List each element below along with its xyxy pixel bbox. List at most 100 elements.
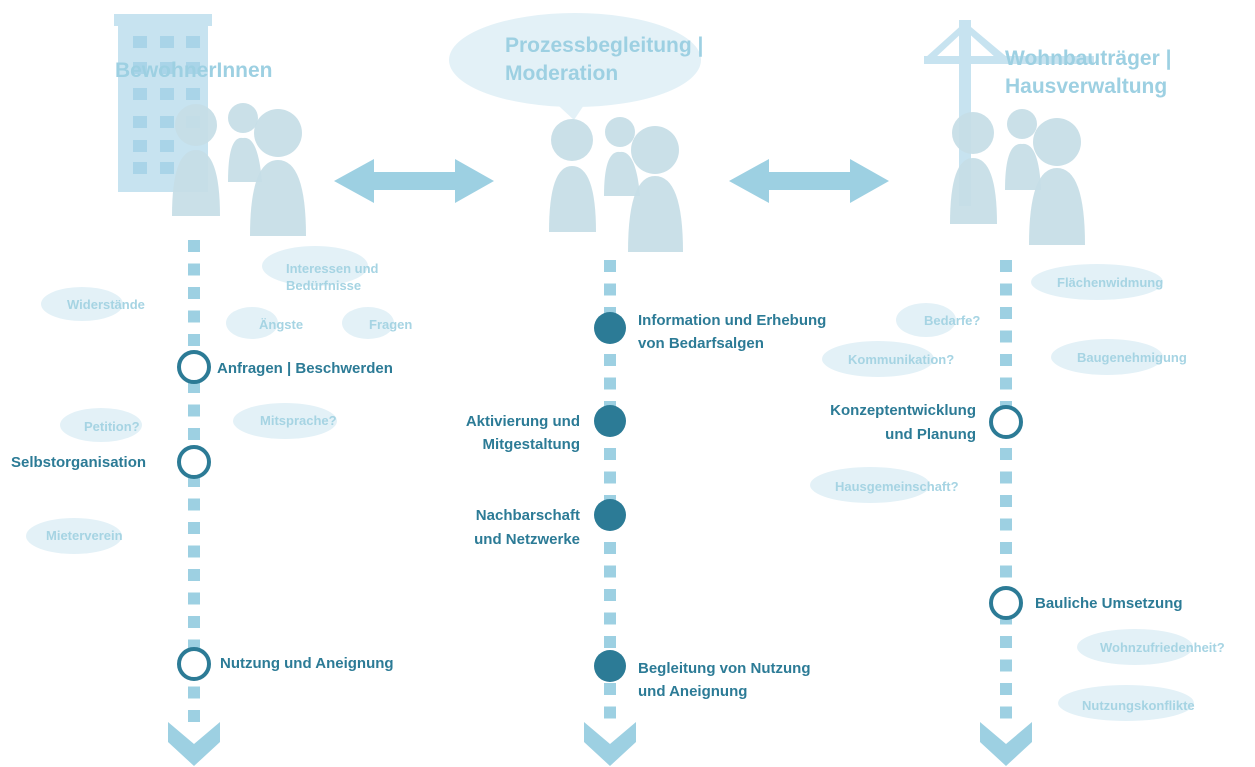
comment-bubble <box>262 246 368 286</box>
step-label: Bauliche Umsetzung <box>1035 595 1183 612</box>
timeline-dash <box>188 686 200 699</box>
step-marker-ring <box>177 445 211 479</box>
timeline-dash <box>188 381 200 393</box>
comment-bubble <box>26 518 122 554</box>
comment-bubble <box>60 408 142 442</box>
speech-bubble-icon <box>449 13 701 120</box>
timeline-arrowhead <box>980 722 1032 766</box>
timeline-dash <box>188 334 200 346</box>
timeline-dash <box>188 310 200 323</box>
bubble-text: Flächenwidmung <box>1057 275 1164 290</box>
step-label: Information und Erhebung <box>638 312 827 329</box>
bubble-text: Baugenehmigung <box>1077 350 1187 365</box>
timeline-dash <box>604 283 616 296</box>
timeline-dash <box>1000 307 1012 319</box>
timeline-dash <box>1000 636 1012 648</box>
comment-bubble <box>342 307 394 339</box>
comment-bubble <box>896 303 956 337</box>
timeline-dash <box>604 612 616 625</box>
step-marker-ring <box>989 405 1023 439</box>
bubble-text: Bedarfe? <box>924 313 981 328</box>
timeline-dash <box>1000 518 1012 531</box>
comment-bubble <box>1058 685 1194 721</box>
step-label: und Aneignung <box>638 683 748 700</box>
timeline-dash <box>188 287 200 299</box>
step-marker-dot <box>594 312 626 344</box>
timeline-dash <box>188 522 200 534</box>
timeline-dash <box>604 448 616 460</box>
comment-bubble <box>41 287 123 321</box>
timeline-dash <box>604 377 616 390</box>
comment-bubble <box>822 341 934 377</box>
bubble-text: Widerstände <box>67 297 145 312</box>
bubble-text: Hausgemeinschaft? <box>835 479 959 494</box>
step-marker-dot <box>594 405 626 437</box>
timeline-dash <box>188 545 200 558</box>
step-marker-dot <box>594 499 626 531</box>
timeline-dash <box>188 404 200 417</box>
step-label: Nutzung und Aneignung <box>220 655 394 672</box>
people-icon-moderation <box>549 117 683 252</box>
timeline-dash <box>604 354 616 366</box>
bubble-text: Fragen <box>369 317 413 332</box>
bubble-text: Interessen und <box>286 261 379 276</box>
timeline-dash <box>1000 471 1012 484</box>
timeline-dash <box>188 592 200 605</box>
double-arrow-icon-left <box>334 159 494 203</box>
timeline-dash <box>604 565 616 578</box>
timeline-dash <box>1000 659 1012 672</box>
step-label: Konzeptentwicklung <box>830 402 976 419</box>
bubble-text: Ängste <box>259 317 304 332</box>
bubble-text: Petition? <box>84 419 140 434</box>
bubble-text: Bedürfnisse <box>286 278 362 293</box>
comment-bubble <box>233 403 337 439</box>
step-label: Nachbarschaft <box>475 507 580 524</box>
heading-developer-line2: Hausverwaltung <box>1005 75 1168 98</box>
timeline-dash <box>604 542 616 554</box>
double-arrow-icon-right <box>729 159 889 203</box>
timelines <box>168 240 1032 766</box>
step-label: Mitgestaltung <box>482 436 581 453</box>
people-icon-developer <box>950 109 1085 245</box>
step-label: Anfragen | Beschwerden <box>217 360 393 377</box>
step-marker-ring <box>989 586 1023 620</box>
bubble-text: Wohnzufriedenheit? <box>1100 640 1225 655</box>
bubble-text: Mitsprache? <box>260 413 337 428</box>
timeline-dash <box>188 498 200 511</box>
timeline-dash <box>604 471 616 484</box>
bubble-text: Mieterverein <box>46 528 123 543</box>
timeline-dash <box>1000 330 1012 343</box>
timeline-dash <box>188 616 200 628</box>
timeline-dash <box>604 683 616 695</box>
timeline-dash <box>604 260 616 272</box>
timeline-dash <box>188 263 200 276</box>
comment-bubble <box>1031 264 1163 300</box>
timeline-dash <box>1000 706 1012 719</box>
timeline-dash <box>188 240 200 252</box>
timeline-dash <box>1000 542 1012 554</box>
heading-residents: BewohnerInnen <box>115 59 273 82</box>
timeline-dash <box>1000 260 1012 272</box>
step-label: Begleitung von Nutzung <box>638 660 811 677</box>
comment-bubble <box>1051 339 1163 375</box>
timeline-dash <box>604 636 616 648</box>
people-icon-residents <box>172 103 306 236</box>
timeline-dash <box>188 569 200 581</box>
comment-bubble <box>226 307 278 339</box>
timeline-dash <box>1000 377 1012 390</box>
step-label: und Planung <box>885 426 976 443</box>
bubble-text: Nutzungskonflikte <box>1082 698 1195 713</box>
step-marker-ring <box>177 350 211 384</box>
timeline-arrowhead <box>168 722 220 766</box>
timeline-dash <box>188 428 200 440</box>
step-label: Aktivierung und <box>465 413 580 430</box>
bubble-text: Kommunikation? <box>848 352 955 367</box>
step-label: und Netzwerke <box>474 531 580 548</box>
heading-moderation-line1: Prozessbegleitung | <box>505 34 704 57</box>
timeline-dash <box>1000 495 1012 507</box>
timeline-dash <box>1000 448 1012 460</box>
timeline-dash <box>604 706 616 719</box>
timeline-dash <box>188 710 200 722</box>
timeline-dash <box>1000 683 1012 695</box>
